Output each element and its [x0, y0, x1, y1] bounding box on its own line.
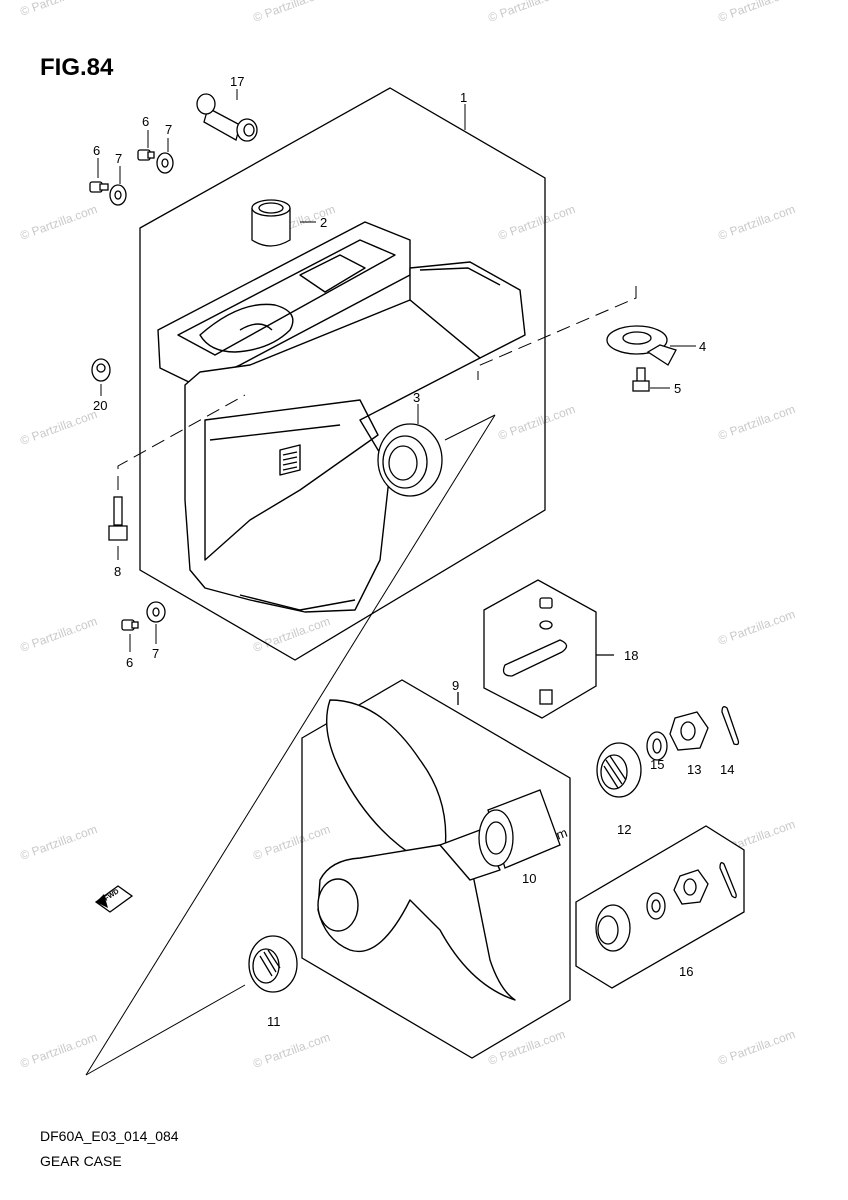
thrust-washer-part — [596, 742, 642, 798]
watermark: © Partzilla.com — [716, 0, 797, 25]
callout-label: 17 — [230, 74, 244, 89]
callout-label: 16 — [679, 964, 693, 979]
watermark: © Partzilla.com — [18, 822, 99, 863]
callout-label: 7 — [152, 646, 159, 661]
propeller-assembly-frame — [301, 679, 571, 1059]
plug-part — [196, 93, 258, 142]
callout-label: 5 — [674, 381, 681, 396]
anode-part — [606, 325, 677, 366]
watermark: © Partzilla.com — [716, 402, 797, 443]
callout-label: 13 — [687, 762, 701, 777]
bearing-part — [377, 423, 443, 497]
callout-label: 14 — [720, 762, 734, 777]
leader-lines — [85, 89, 696, 1076]
callout-label: 12 — [617, 822, 631, 837]
callout-label: 6 — [93, 143, 100, 158]
gear-case-part — [157, 221, 526, 613]
watermark: © Partzilla.com — [18, 1030, 99, 1071]
diagram-name: GEAR CASE — [40, 1153, 122, 1169]
watermark: © Partzilla.com — [18, 407, 99, 448]
prop-nut-part — [669, 711, 709, 751]
callout-label: 18 — [624, 648, 638, 663]
washer-part — [646, 731, 668, 761]
bolt-part — [632, 367, 650, 392]
bush-part — [248, 935, 298, 993]
callout-label: 4 — [699, 339, 706, 354]
prop-nut-kit-frame — [575, 825, 745, 989]
forward-direction-arrow-icon: FWD — [94, 885, 134, 913]
watermark: © Partzilla.com — [251, 1030, 332, 1071]
figure-title: FIG.84 — [40, 54, 114, 81]
watermark: © Partzilla.com — [18, 0, 99, 19]
watermark: © Partzilla.com — [486, 0, 567, 25]
watermark: © Partzilla.com — [18, 614, 99, 655]
watermark: © Partzilla.com — [716, 607, 797, 648]
watermark: © Partzilla.com — [716, 202, 797, 243]
callout-label: 3 — [413, 390, 420, 405]
watermark: © Partzilla.com — [251, 0, 332, 25]
callout-label: 20 — [93, 398, 107, 413]
callout-label: 8 — [114, 564, 121, 579]
callout-label: 15 — [650, 757, 664, 772]
callout-label: 7 — [165, 122, 172, 137]
watermark: © Partzilla.com — [251, 614, 332, 655]
watermark: © Partzilla.com — [18, 202, 99, 243]
screw-part — [89, 149, 174, 631]
bushing-part — [251, 199, 291, 247]
watermark: © Partzilla.com — [496, 402, 577, 443]
callout-label: 6 — [142, 114, 149, 129]
callout-label: 2 — [320, 215, 327, 230]
callout-label: 11 — [267, 1014, 281, 1029]
callout-label: 7 — [115, 151, 122, 166]
watermark: © Partzilla.com — [716, 1027, 797, 1068]
watermark: © Partzilla.com — [251, 822, 332, 863]
callout-label: 10 — [522, 871, 536, 886]
spacer-part — [478, 789, 561, 869]
callout-label: 1 — [460, 90, 467, 105]
propeller-part — [317, 699, 516, 1001]
callout-layer: 17 1 2 6 7 6 7 4 5 20 3 8 6 7 18 9 13 14… — [93, 74, 734, 1029]
callout-label: 9 — [452, 678, 459, 693]
anode-kit-frame — [483, 579, 614, 719]
diagram-code: DF60A_E03_014_084 — [40, 1128, 179, 1144]
callout-label: 6 — [126, 655, 133, 670]
cotter-pin-part — [721, 706, 740, 746]
gear-case-assembly-frame — [139, 87, 546, 661]
watermark: © Partzilla.com — [486, 1027, 567, 1068]
watermark: © Partzilla.com — [496, 202, 577, 243]
